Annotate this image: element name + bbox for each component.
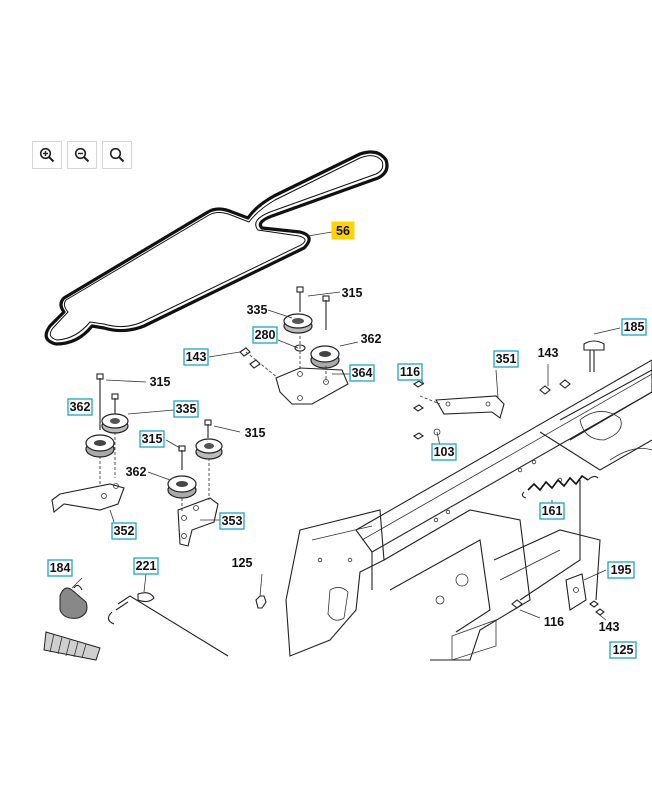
- callout-364[interactable]: 364: [349, 364, 375, 382]
- callout-351[interactable]: 351: [493, 350, 519, 368]
- callout-315-upper[interactable]: 315: [342, 286, 363, 300]
- bracket-351-group: [413, 380, 505, 440]
- callout-185[interactable]: 185: [621, 318, 647, 336]
- svg-text:125: 125: [613, 643, 634, 657]
- upper-idler-group: [239, 286, 349, 405]
- spring-161: [521, 474, 599, 499]
- callout-195[interactable]: 195: [607, 561, 635, 579]
- callout-125-middle[interactable]: 125: [232, 556, 253, 570]
- callout-143-right[interactable]: 143: [538, 346, 559, 360]
- callout-184[interactable]: 184: [47, 559, 73, 577]
- callout-335-left[interactable]: 335: [173, 400, 199, 418]
- svg-text:103: 103: [434, 445, 455, 459]
- callout-221[interactable]: 221: [133, 557, 159, 575]
- svg-text:125: 125: [232, 556, 253, 570]
- zoom-out-button[interactable]: [67, 141, 97, 169]
- svg-text:56: 56: [336, 224, 350, 238]
- callout-335-upper[interactable]: 335: [247, 303, 268, 317]
- svg-text:315: 315: [342, 286, 363, 300]
- callout-352[interactable]: 352: [111, 522, 137, 540]
- svg-text:280: 280: [255, 328, 276, 342]
- callout-362-left[interactable]: 362: [67, 398, 93, 416]
- mower-frame: [285, 359, 652, 661]
- svg-text:364: 364: [352, 366, 373, 380]
- callout-315-left[interactable]: 315: [150, 375, 171, 389]
- svg-text:335: 335: [247, 303, 268, 317]
- plate-195: [565, 573, 605, 616]
- grip-handle: [43, 631, 101, 661]
- svg-text:315: 315: [142, 432, 163, 446]
- bolt-185: [583, 340, 605, 372]
- callout-315-middle[interactable]: 315: [139, 430, 165, 448]
- hardware-143-right: [539, 379, 571, 395]
- svg-text:352: 352: [114, 524, 135, 538]
- callout-143-left[interactable]: 143: [183, 348, 209, 366]
- callout-116-lower[interactable]: 116: [544, 615, 564, 629]
- svg-text:315: 315: [245, 426, 266, 440]
- callout-353[interactable]: 353: [219, 512, 245, 530]
- hardware-116-125: [255, 595, 523, 609]
- zoom-in-button[interactable]: [32, 141, 62, 169]
- callout-125-right[interactable]: 125: [609, 641, 637, 659]
- callout-103[interactable]: 103: [431, 443, 457, 461]
- svg-text:143: 143: [186, 350, 207, 364]
- zoom-reset-button[interactable]: [102, 141, 132, 169]
- svg-text:143: 143: [538, 346, 559, 360]
- svg-text:351: 351: [496, 352, 517, 366]
- svg-text:362: 362: [70, 400, 91, 414]
- svg-text:185: 185: [624, 320, 645, 334]
- zoom-toolbar: [32, 141, 132, 169]
- leader-lines: [71, 231, 621, 621]
- magnifier-icon: [109, 147, 125, 163]
- callout-116-upper[interactable]: 116: [397, 363, 423, 381]
- callout-315-right[interactable]: 315: [245, 426, 266, 440]
- callout-56[interactable]: 56: [331, 221, 355, 240]
- left-idler-group: [51, 373, 129, 514]
- svg-text:362: 362: [361, 332, 382, 346]
- svg-text:116: 116: [400, 365, 420, 379]
- drive-belt[interactable]: [44, 150, 389, 346]
- svg-text:353: 353: [222, 514, 243, 528]
- svg-text:161: 161: [542, 504, 563, 518]
- zoom-out-icon: [74, 147, 90, 163]
- knob-184: [59, 584, 88, 619]
- callout-161[interactable]: 161: [539, 502, 565, 520]
- svg-text:143: 143: [599, 620, 620, 634]
- zoom-in-icon: [39, 147, 55, 163]
- callout-362-upper[interactable]: 362: [361, 332, 382, 346]
- clip-221-rod: [107, 592, 229, 657]
- svg-text:195: 195: [611, 563, 632, 577]
- svg-text:315: 315: [150, 375, 171, 389]
- callout-143-lower[interactable]: 143: [599, 620, 620, 634]
- svg-text:335: 335: [176, 402, 197, 416]
- svg-text:362: 362: [126, 465, 147, 479]
- callout-280[interactable]: 280: [252, 326, 278, 344]
- svg-text:116: 116: [544, 615, 564, 629]
- callout-362-middle[interactable]: 362: [126, 465, 147, 479]
- svg-text:221: 221: [136, 559, 157, 573]
- middle-idler-group: [167, 419, 223, 547]
- svg-text:184: 184: [50, 561, 71, 575]
